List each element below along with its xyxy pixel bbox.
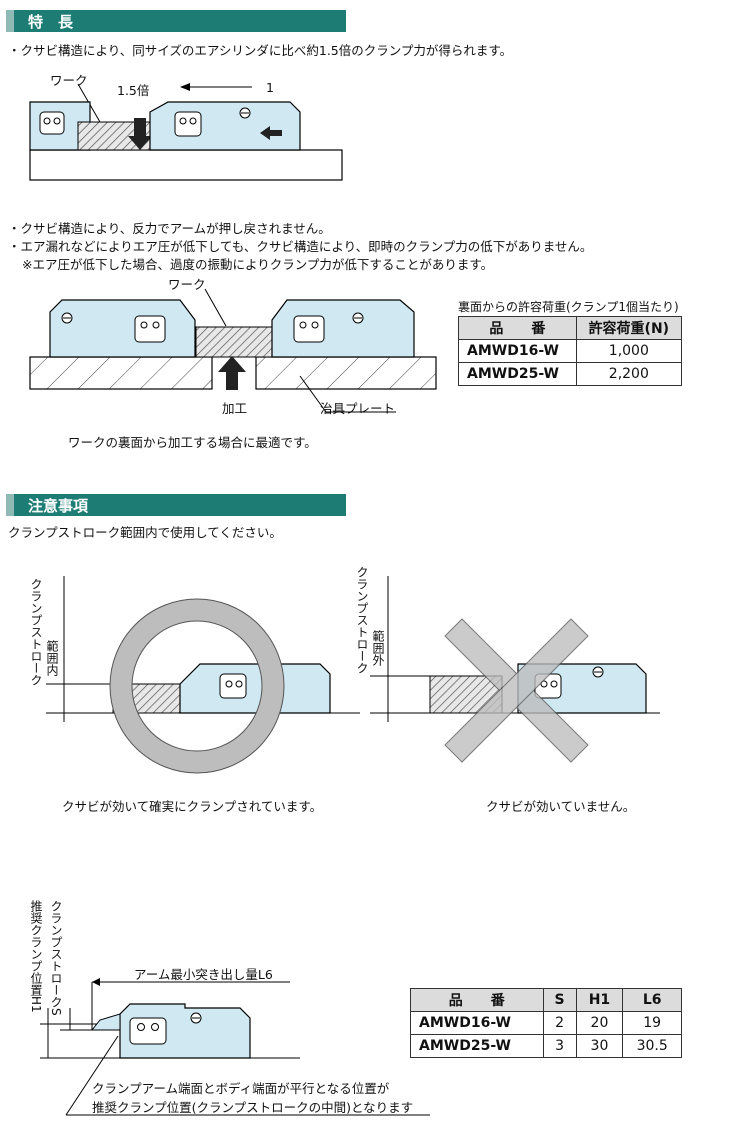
fig3-right-label-1: クランプストローク: [355, 566, 369, 674]
fig3-right-caption: クサビが効いていません。: [486, 799, 636, 814]
cell-model: AMWD25-W: [458, 362, 577, 386]
load-table-title: 裏面からの許容荷重(クランプ1個当たり): [458, 300, 679, 314]
table-row: AMWD16-W 1,000: [458, 339, 683, 363]
cell-s: 3: [542, 1034, 577, 1058]
cell-load: 2,200: [575, 362, 683, 386]
fig2-diagram: [29, 288, 437, 413]
feature-1: ・クサビ構造により、同サイズのエアシリンダに比べ約1.5倍のクランプ力が得られま…: [8, 43, 513, 58]
cell-h1: 30: [575, 1034, 624, 1058]
fig3-left-label-2: 範囲内: [45, 640, 59, 676]
table-header-row: 品 番 S H1 L6: [410, 988, 682, 1012]
cell-model: AMWD16-W: [410, 1011, 544, 1035]
notice-text: クランプストローク範囲内で使用してください。: [8, 525, 282, 540]
fig3-right-label-2: 範囲外: [371, 630, 385, 666]
cell-l6: 30.5: [622, 1034, 682, 1058]
section-header-notices: 注意事項: [6, 494, 346, 516]
fig1-ratio-a: 1.5倍: [117, 83, 150, 98]
table-row: AMWD25-W 2,200: [458, 362, 683, 386]
fig1-ratio-b: 1: [266, 80, 274, 95]
fig3-left-label-1: クランプストローク: [29, 578, 43, 686]
cell-model: AMWD16-W: [458, 339, 577, 363]
cell-s: 2: [542, 1011, 577, 1035]
fig4-label-stroke: クランプストロークS: [49, 900, 63, 1016]
header-l6: L6: [622, 988, 682, 1012]
fig2-work-label: ワーク: [168, 277, 206, 292]
section-title: 特 長: [28, 12, 74, 31]
fig4-note-1: クランプアーム端面とボディ端面が平行となる位置が: [92, 1081, 390, 1096]
section-header-features: 特 長: [6, 10, 346, 32]
table-row: AMWD16-W 2 20 19: [410, 1011, 682, 1035]
header-model: 品 番: [410, 988, 544, 1012]
table-row: AMWD25-W 3 30 30.5: [410, 1034, 682, 1058]
fig4-label-h1: 推奨クランプ位置H1: [29, 900, 43, 1013]
fig2-machining-label: 加工: [222, 401, 248, 416]
section-marker: [6, 10, 14, 32]
header-h1: H1: [575, 988, 624, 1012]
fig4-note-2: 推奨クランプ位置(クランプストロークの中間)となります: [92, 1100, 414, 1115]
cell-model: AMWD25-W: [410, 1034, 544, 1058]
section-title: 注意事項: [28, 496, 89, 515]
feature-2: ・クサビ構造により、反力でアームが押し戻されません。: [8, 221, 331, 236]
header-load: 許容荷重(N): [575, 316, 683, 340]
cell-l6: 19: [622, 1011, 682, 1035]
load-table: 品 番 許容荷重(N) AMWD16-W 1,000 AMWD25-W 2,20…: [458, 316, 683, 386]
feature-4-note: ※エア圧が低下した場合、過度の振動によりクランプ力が低下することがあります。: [22, 257, 494, 272]
table-header-row: 品 番 許容荷重(N): [458, 316, 683, 340]
header-s: S: [542, 988, 577, 1012]
fig2-caption: ワークの裏面から加工する場合に最適です。: [68, 435, 317, 450]
header-model: 品 番: [458, 316, 577, 340]
fig1-diagram: [29, 83, 343, 181]
cell-h1: 20: [575, 1011, 624, 1035]
fig3-left-caption: クサビが効いて確実にクランプされています。: [62, 799, 323, 814]
section-marker: [6, 494, 14, 516]
dimension-table: 品 番 S H1 L6 AMWD16-W 2 20 19 AMWD25-W 3 …: [410, 988, 682, 1058]
fig3-diagram: [46, 576, 660, 774]
feature-3: ・エア漏れなどによりエア圧が低下しても、クサビ構造により、即時のクランプ力の低下…: [8, 239, 593, 254]
fig4-arm-label: アーム最小突き出し量L6: [134, 967, 273, 982]
